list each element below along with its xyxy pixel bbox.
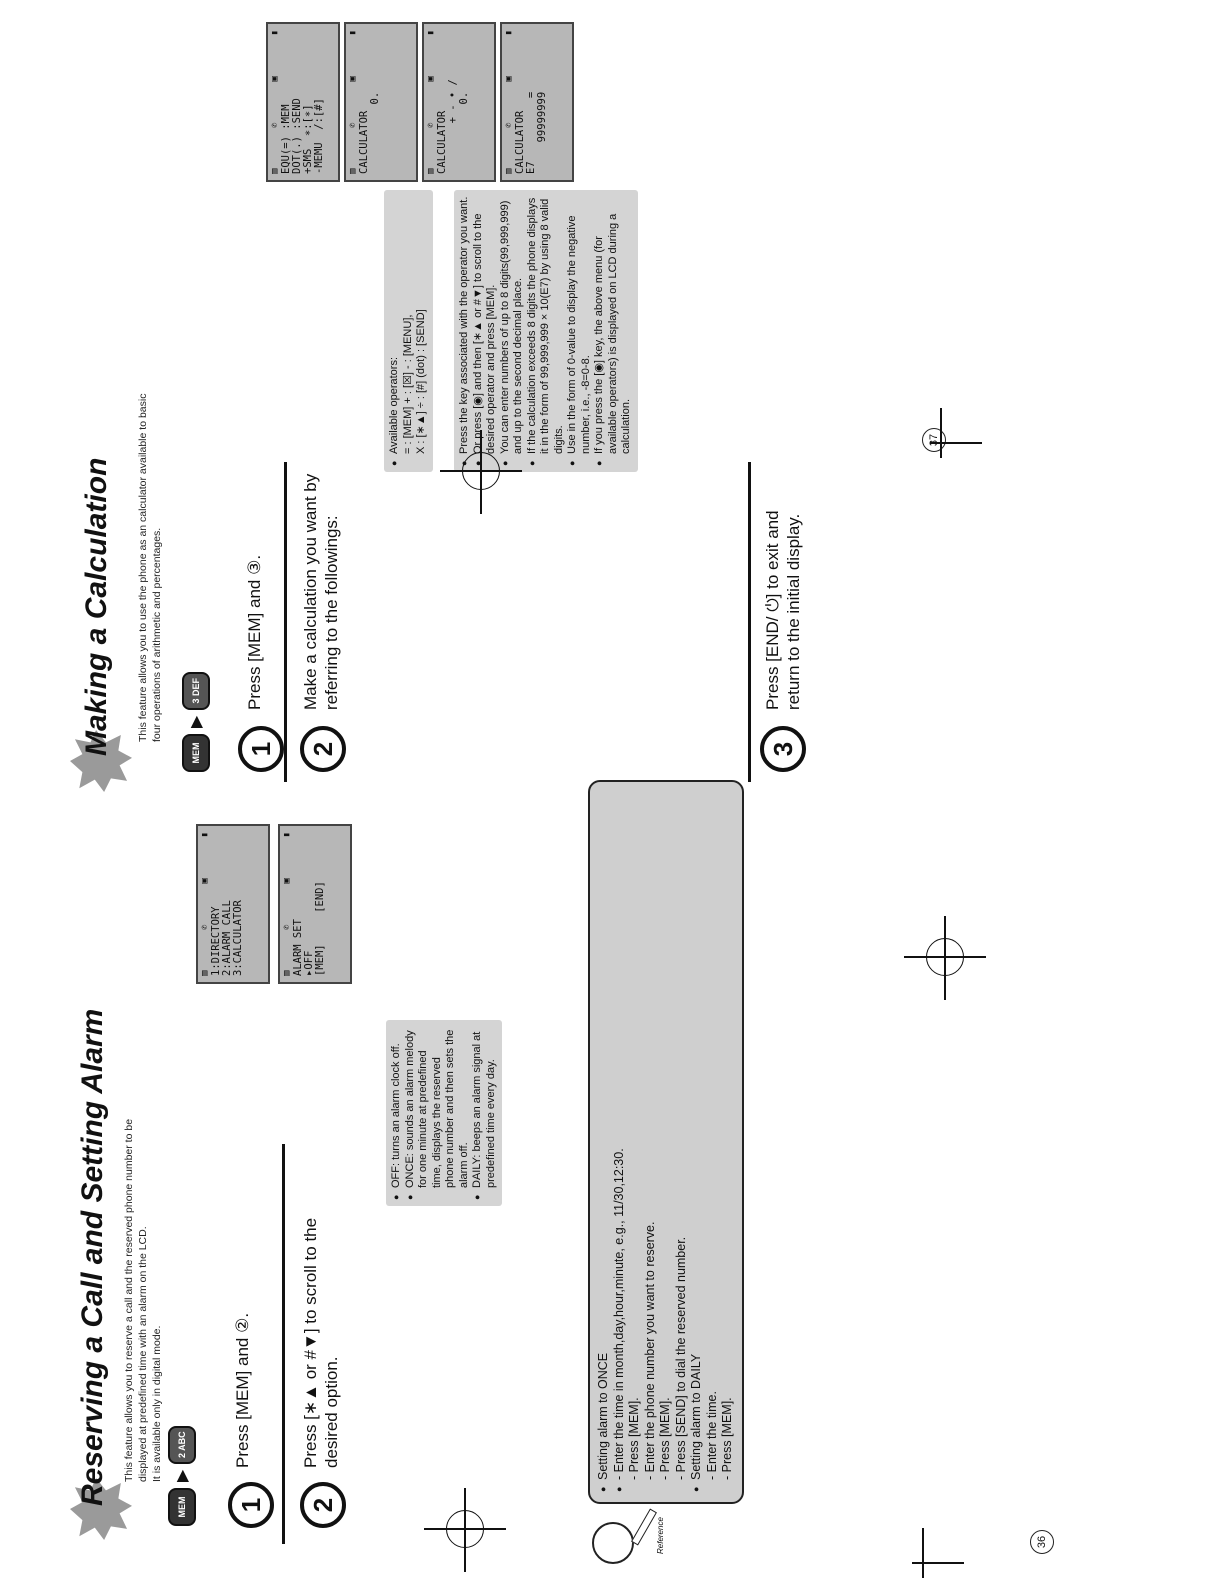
reference-item: - Press [MEM]. [627, 1397, 641, 1480]
intro-line: This feature allows you to reserve a cal… [123, 1118, 135, 1482]
step-text: Press [END/ ⏻] to exit and return to the… [763, 510, 803, 710]
left-page: Reserving a Call and Setting Alarm This … [0, 780, 1212, 1584]
crop-mark [940, 408, 942, 458]
crop-mark [912, 1562, 964, 1564]
step-number: 1 [238, 726, 284, 772]
option-item: ONCE: sounds an alarm melody for one min… [404, 1026, 472, 1200]
arrow-icon: ▶ [188, 715, 205, 728]
divider [282, 1144, 285, 1544]
lcd-screen: ▥✆▣▮ CALCULATOR 0. [344, 22, 418, 182]
step-text: Press [∗▲ or #▼] to scroll to the desire… [301, 1217, 341, 1468]
divider [748, 462, 751, 782]
lcd-line: [MEM] [END] [314, 881, 326, 976]
page-title: Reserving a Call and Setting Alarm [76, 1008, 109, 1506]
lcd-screen: ▥✆▣▮ CALCULATOR E7 = 99999999 [500, 22, 574, 182]
lcd-screen: ▥✆▣▮ EQU(=) :MEM DOT(.) :SEND +SMS ∗:[∗]… [266, 22, 340, 182]
note-item: If you press the [◉] key, the above menu… [593, 196, 634, 466]
magnifier-handle-icon [631, 1508, 657, 1546]
option-item: DAILY: beeps an alarm signal at predefin… [471, 1026, 498, 1200]
crop-mark [930, 442, 982, 444]
calculation-notes: Press the key associated with the operat… [454, 190, 638, 472]
reference-heading: Setting alarm to ONCE [596, 792, 612, 1492]
intro-line: displayed at predefined time with an ala… [137, 1226, 149, 1482]
mem-key-icon: MEM [168, 1488, 196, 1526]
reference-box: Setting alarm to ONCE - Enter the time i… [588, 780, 744, 1504]
lcd-line: 3:CALCULATOR [232, 900, 244, 976]
reference-heading: Setting alarm to DAILY [689, 792, 705, 1492]
reference-item: - Enter the time. [704, 1391, 719, 1480]
right-page: Making a Calculation This feature allows… [0, 0, 1212, 792]
magnifier-icon [592, 1522, 634, 1564]
note-item: You can enter numbers of up to 8 digits(… [499, 196, 526, 466]
lcd-screen: ▥✆▣▮ 1:DIRECTORY 2:ALARM CALL 3:CALCULAT… [196, 824, 270, 984]
operators-line: X : [∗▲] ÷ : [#] (dot) : [SEND] [415, 309, 427, 454]
lcd-line: 0. [458, 91, 470, 174]
step-text: Press [MEM] and ③. [245, 554, 264, 710]
lcd-screen: ▥✆▣▮ CALCULATOR + - • / 0. [422, 22, 496, 182]
registration-mark-line [944, 916, 946, 1000]
step-number: 2 [300, 726, 346, 772]
reference-item: - Enter the time in month,day,hour,minut… [612, 792, 628, 1492]
note-item: Press the key associated with the operat… [458, 196, 472, 466]
step-number: 2 [300, 1482, 346, 1528]
option-notes: OFF: turns an alarm clock off. ONCE: sou… [386, 1020, 502, 1206]
registration-mark-line [464, 1488, 466, 1572]
arrow-icon: ▶ [174, 1469, 191, 1482]
lcd-line: 0. [369, 91, 381, 174]
reference-label: Reference [656, 1517, 665, 1554]
lcd-line: 99999999 [536, 91, 548, 174]
reference-item: - Press [MEM]. [720, 1397, 734, 1480]
step-text: Make a calculation you want by referring… [301, 473, 341, 710]
note-item: Or press [◉] and then [∗▲ or #▼] to scro… [472, 196, 499, 466]
note-item: If the calculation exceeds 8 digits the … [526, 196, 567, 466]
intro-text: This feature allows you to use the phone… [136, 22, 164, 742]
intro-line: This feature allows you to use the phone… [137, 393, 149, 742]
crop-mark [922, 1528, 924, 1578]
note-item: Use in the form of 0-value to display th… [566, 196, 593, 466]
intro-text: This feature allows you to reserve a cal… [122, 802, 164, 1482]
reference-item: - Press [MEM]. [658, 1397, 672, 1480]
step-text: Press [MEM] and ②. [233, 1312, 252, 1468]
step-number: 1 [228, 1482, 274, 1528]
registration-mark-line [480, 430, 482, 514]
operators-line: = : [MEM] + : [☒] - : [MENU], [401, 314, 414, 454]
2abc-key-icon: 2 ABC [168, 1425, 196, 1464]
lcd-line: -MEMU /:[#] [313, 98, 325, 174]
3def-key-icon: 3 DEF [182, 671, 210, 710]
intro-line: It is available only in digital mode. [151, 1325, 163, 1482]
intro-line: four operations of arithmetic and percen… [151, 527, 163, 742]
page-number: 36 [1030, 1530, 1054, 1554]
page-title: Making a Calculation [80, 457, 113, 756]
option-item: OFF: turns an alarm clock off. [390, 1026, 404, 1200]
key-sequence: MEM ▶ 3 DEF [182, 671, 210, 772]
reference-item: - Enter the phone number you want to res… [642, 1221, 657, 1480]
key-sequence: MEM ▶ 2 ABC [168, 1425, 196, 1526]
divider [284, 462, 287, 782]
step-number: 3 [760, 726, 806, 772]
operators-note: Available operators: = : [MEM] + : [☒] -… [384, 190, 433, 472]
lcd-screen: ▥✆▣▮ ALARM SET ▸OFF [MEM] [END] [278, 824, 352, 984]
mem-key-icon: MEM [182, 734, 210, 772]
page-number: 37 [922, 428, 946, 452]
reference-item: - Press [SEND] to dial the reserved numb… [673, 1236, 688, 1480]
operators-heading: Available operators: [388, 196, 402, 466]
